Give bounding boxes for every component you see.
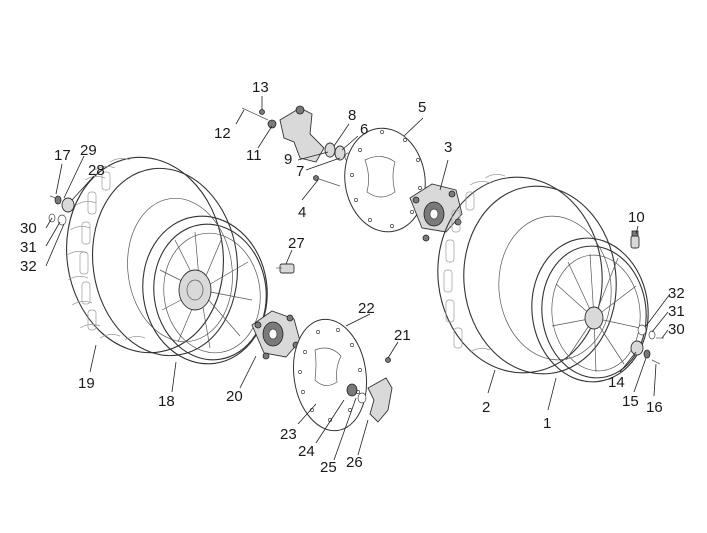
callout-15: 15	[622, 393, 639, 410]
callout-31-right: 31	[668, 303, 685, 320]
callout-14: 14	[608, 374, 625, 391]
callout-6: 6	[360, 121, 368, 138]
callout-10: 10	[628, 209, 645, 226]
callout-23: 23	[280, 426, 297, 443]
callout-19: 19	[78, 375, 95, 392]
front-caliper	[241, 105, 325, 163]
callout-5: 5	[418, 99, 426, 116]
callout-4: 4	[298, 204, 306, 221]
leader-lines	[45, 96, 671, 461]
callout-18: 18	[158, 393, 175, 410]
callout-9: 9	[284, 151, 292, 168]
callout-16: 16	[646, 399, 663, 416]
left-caliper	[346, 357, 393, 423]
callout-7: 7	[296, 163, 304, 180]
left-axle-parts	[48, 195, 75, 226]
left-rim	[142, 215, 268, 365]
callout-1: 1	[543, 415, 551, 432]
valve-10	[630, 230, 640, 249]
left-hub	[251, 310, 301, 360]
callout-32-left: 32	[20, 258, 37, 275]
callout-3: 3	[444, 139, 452, 156]
left-brake-disc	[293, 318, 367, 432]
right-brake-disc	[344, 127, 426, 233]
callout-24: 24	[298, 443, 315, 460]
right-hub	[409, 183, 463, 242]
callout-8: 8	[348, 107, 356, 124]
callout-22: 22	[358, 300, 375, 317]
callout-25: 25	[320, 459, 337, 476]
callout-labels: 1 2 3 4 5 6 7 8 9 10 11 12 13 14 15 16 1…	[20, 79, 685, 476]
bolt-4	[313, 175, 341, 187]
right-tire	[437, 174, 617, 375]
callout-29: 29	[80, 142, 97, 159]
callout-13: 13	[252, 79, 269, 96]
right-axle-parts	[630, 324, 664, 365]
callout-30-left: 30	[20, 220, 37, 237]
left-tire	[66, 156, 239, 357]
bolt-27	[276, 263, 295, 274]
callout-12: 12	[214, 125, 231, 142]
callout-20: 20	[226, 388, 243, 405]
callout-11: 11	[246, 147, 262, 164]
callout-2: 2	[482, 399, 490, 416]
callout-31-left: 31	[20, 239, 37, 256]
callout-26: 26	[346, 454, 363, 471]
callout-17: 17	[54, 147, 71, 164]
right-rim	[531, 237, 649, 383]
callout-30-right: 30	[668, 321, 685, 338]
callout-21: 21	[394, 327, 411, 344]
callout-27: 27	[288, 235, 305, 252]
callout-28: 28	[88, 162, 105, 179]
callout-32-right: 32	[668, 285, 685, 302]
